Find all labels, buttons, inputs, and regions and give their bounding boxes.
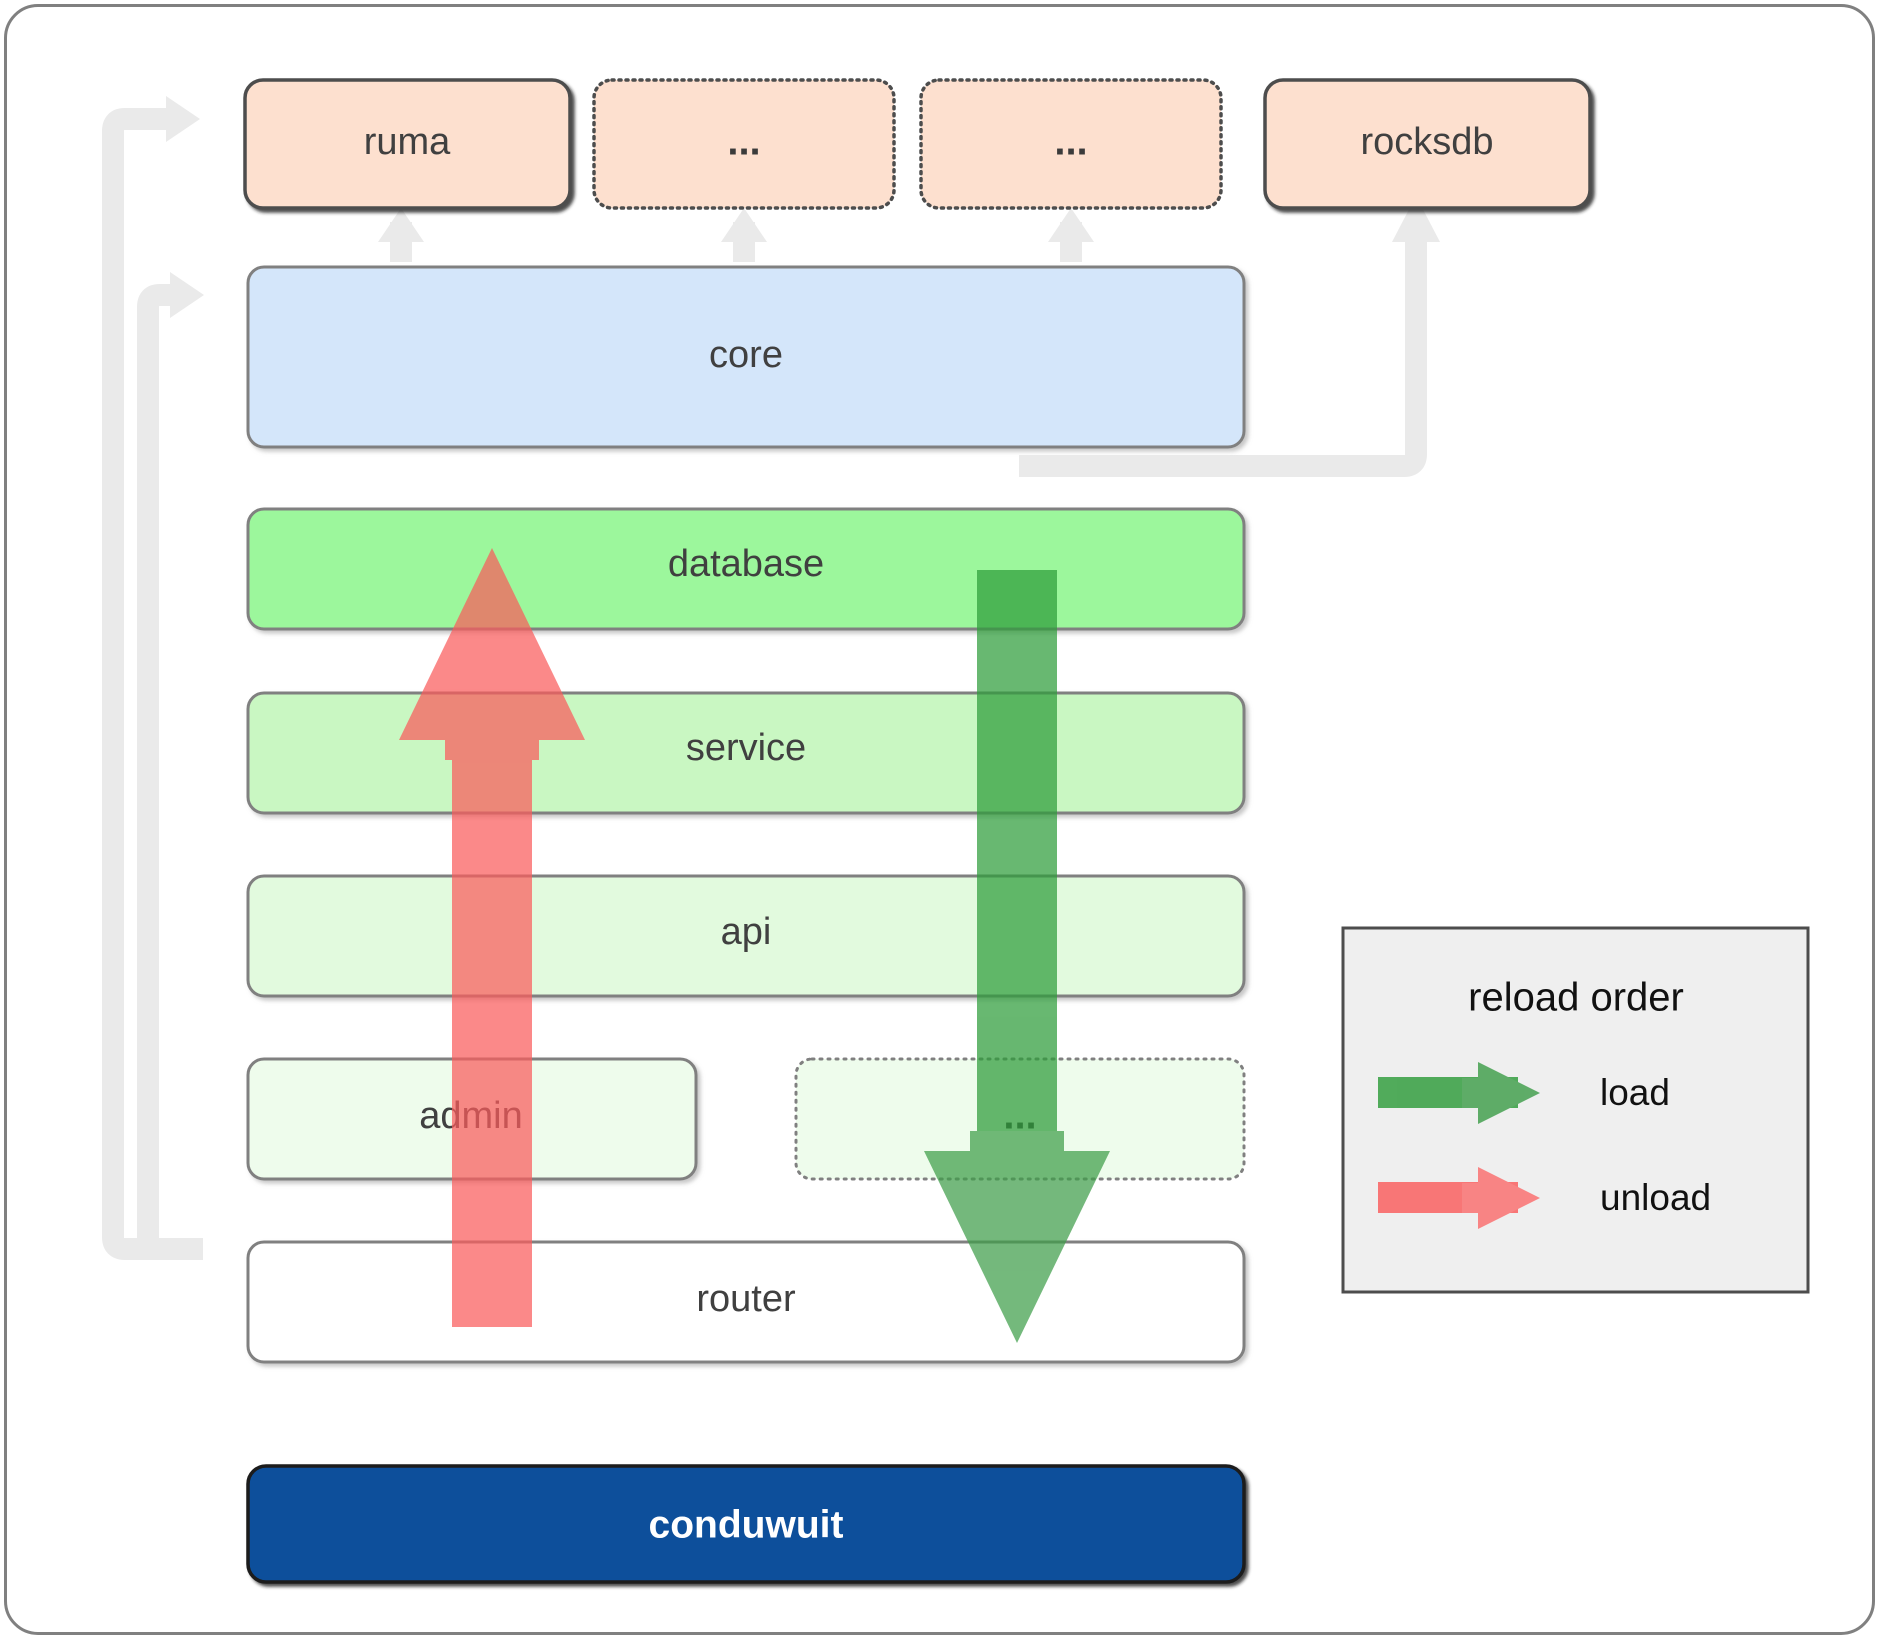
box-database[interactable]: database	[246, 507, 1246, 631]
box-core-label: core	[709, 334, 783, 376]
box-router[interactable]: router	[246, 1240, 1246, 1364]
core-up-arrow-3	[1048, 208, 1094, 262]
legend-background	[1341, 926, 1810, 1294]
box-ellipsis-top-1-label: ...	[727, 120, 760, 164]
box-service[interactable]: service	[246, 691, 1246, 815]
box-rocksdb-label: rocksdb	[1360, 121, 1493, 163]
load-arrow	[924, 570, 1110, 1343]
legend-load-arrow-icon	[1378, 1062, 1540, 1124]
box-ellipsis-top-1[interactable]: ...	[592, 78, 896, 210]
legend-title: reload order	[1468, 976, 1684, 1020]
box-rocksdb[interactable]: rocksdb	[1263, 78, 1592, 210]
box-api-label: api	[721, 911, 772, 953]
connector-conduwuit-to-core	[137, 284, 203, 1260]
box-ellipsis-top-2[interactable]: ...	[919, 78, 1223, 210]
box-ruma-label: ruma	[364, 121, 451, 163]
legend-item-unload: unload	[1378, 1167, 1711, 1229]
connector-database-to-rocksdb	[1019, 240, 1427, 477]
legend-unload-label: unload	[1600, 1177, 1711, 1218]
box-api[interactable]: api	[246, 874, 1246, 998]
connector-conduwuit-to-ruma	[102, 108, 203, 1260]
connector-arrowhead-ruma	[166, 96, 200, 142]
core-up-arrow-2	[721, 208, 767, 262]
legend-load-label: load	[1600, 1072, 1670, 1113]
box-service-label: service	[686, 727, 806, 769]
connector-arrowhead-core	[170, 272, 204, 318]
box-conduwuit-label: conduwuit	[649, 1503, 844, 1546]
legend-item-load: load	[1378, 1062, 1670, 1124]
box-database-label: database	[668, 543, 824, 585]
external-crates-row: ruma ... ... rocksdb	[243, 78, 1592, 210]
load-arrow-head	[924, 1131, 1110, 1343]
unload-arrow	[399, 548, 585, 1327]
core-up-arrow-1	[378, 208, 424, 262]
box-conduwuit[interactable]: conduwuit	[246, 1464, 1246, 1584]
box-router-label: router	[696, 1278, 796, 1320]
unload-arrow-shaft	[452, 660, 532, 1327]
box-ellipsis-top-2-label: ...	[1054, 120, 1087, 164]
gray-connectors-group	[102, 96, 1440, 1260]
legend: reload order load unload	[1341, 926, 1810, 1294]
crate-stack: core database service api admin ...	[246, 265, 1246, 1584]
box-ruma[interactable]: ruma	[243, 78, 572, 210]
legend-unload-arrow-icon	[1378, 1167, 1540, 1229]
unload-arrow-head	[399, 548, 585, 760]
connector-arrowhead-rocksdb	[1392, 196, 1440, 242]
box-core[interactable]: core	[246, 265, 1246, 449]
